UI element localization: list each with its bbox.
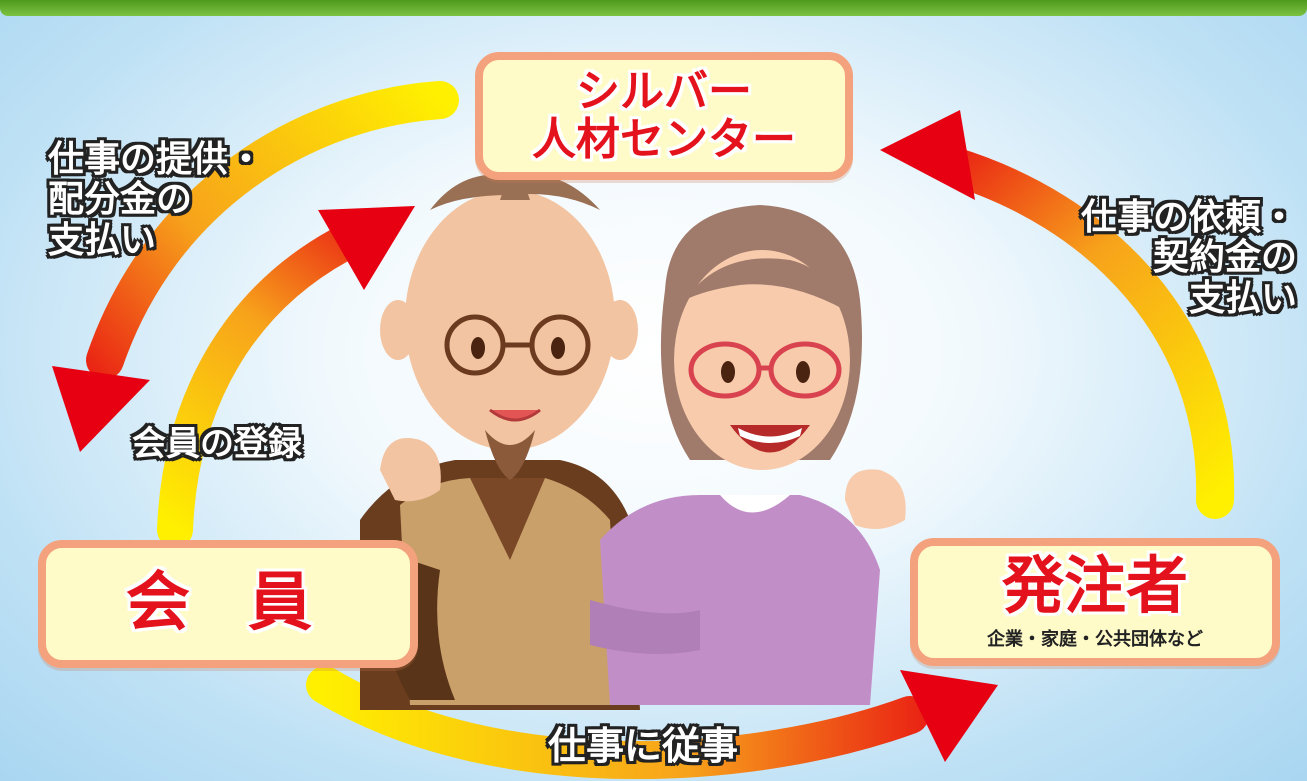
header-bar	[0, 0, 1307, 16]
node-member: 会 員	[38, 540, 418, 668]
center-title-line2: 人材センター	[532, 114, 796, 165]
provide-line3: 支払い	[48, 219, 157, 261]
arrow-engage	[306, 666, 998, 780]
woman-glasses	[688, 341, 842, 399]
request-line1: 仕事の依頼・	[1080, 197, 1297, 238]
client-subtitle: 企業・家庭・公共団体など	[987, 629, 1203, 651]
node-silver-center: シルバー 人材センター	[475, 52, 853, 180]
client-title: 発注者	[1001, 548, 1188, 622]
man-fist	[380, 438, 441, 502]
center-title-line1: シルバー	[576, 66, 752, 118]
label-request: 仕事の依頼・ 契約金の 支払い	[1080, 197, 1297, 319]
woman-fist	[845, 469, 906, 529]
provide-line1: 仕事の提供・	[48, 139, 265, 180]
label-provide: 仕事の提供・ 配分金の 支払い	[48, 139, 265, 261]
arrow-register	[157, 206, 415, 548]
man-beard	[485, 430, 535, 480]
node-client: 発注者 企業・家庭・公共団体など	[910, 538, 1280, 666]
woman-head	[674, 250, 850, 470]
member-title: 会 員	[125, 566, 331, 641]
man-head	[405, 190, 615, 450]
woman-sweater	[600, 495, 880, 705]
arrow-provide	[52, 81, 459, 452]
request-line2: 契約金の	[1152, 237, 1297, 279]
arrow-request	[880, 110, 1235, 519]
label-register: 会員の登録	[132, 424, 302, 464]
label-engage: 仕事に従事	[548, 724, 739, 768]
man-vest	[400, 478, 620, 705]
request-line3: 支払い	[1188, 277, 1297, 319]
man-glasses	[444, 314, 591, 376]
provide-line2: 配分金の	[48, 179, 193, 221]
